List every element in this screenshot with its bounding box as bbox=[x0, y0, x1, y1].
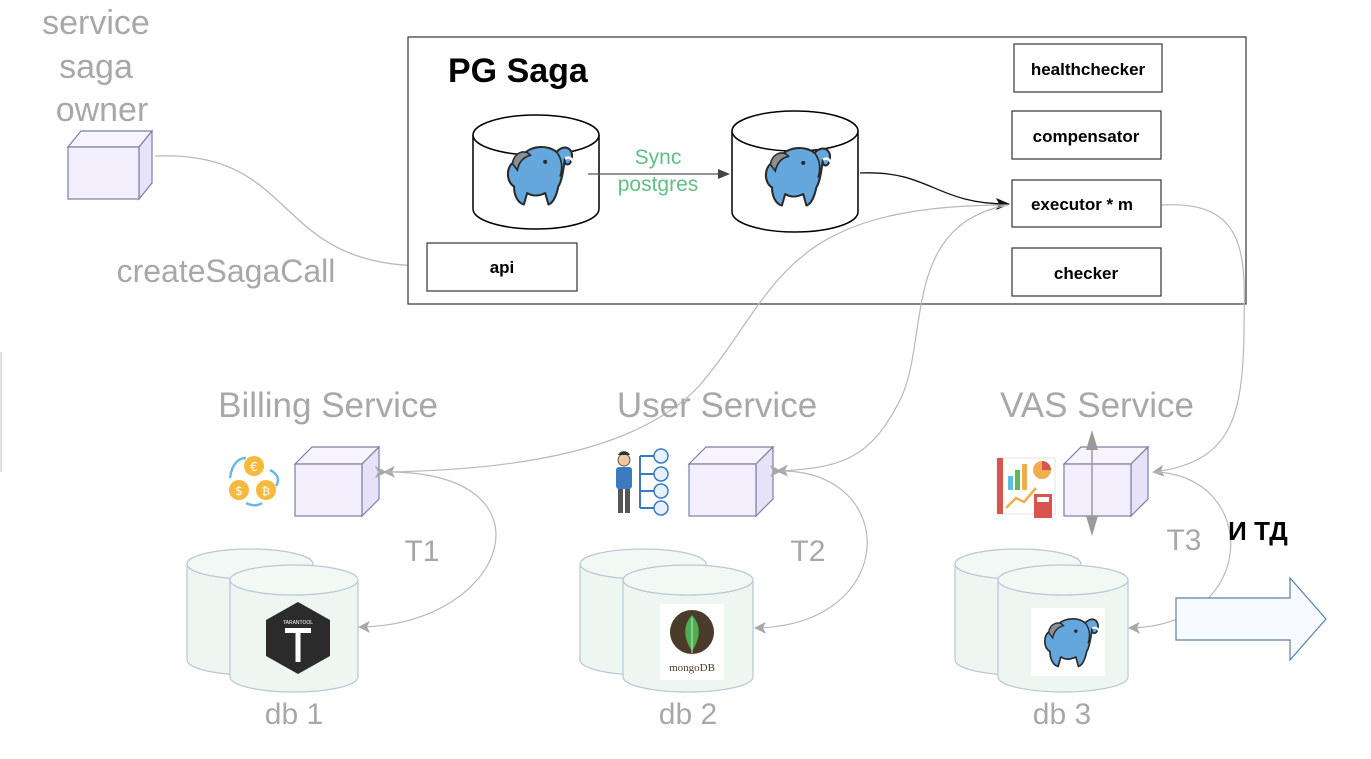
saga-owner-label: service saga owner bbox=[42, 4, 150, 129]
user-t2-arrow bbox=[754, 465, 868, 634]
vas-service-label: VAS Service bbox=[1000, 386, 1194, 425]
compensator-label: compensator bbox=[1033, 127, 1140, 146]
billing-transaction-label: T1 bbox=[404, 535, 439, 568]
healthchecker-box[interactable]: healthchecker bbox=[1013, 43, 1163, 93]
sync-label-line-1: Sync bbox=[635, 146, 682, 169]
executor-to-billing-arrow bbox=[383, 204, 1009, 478]
executor-box[interactable]: executor * m bbox=[1011, 179, 1162, 228]
analytics-report-icon bbox=[996, 457, 1056, 518]
compensator-box[interactable]: compensator bbox=[1011, 110, 1162, 160]
vas-db[interactable] bbox=[954, 548, 1129, 693]
billing-db-label: db 1 bbox=[265, 698, 323, 731]
create-saga-call-label: createSagaCall bbox=[117, 253, 336, 289]
user-transaction-label: T2 bbox=[790, 535, 825, 568]
owner-line-3: owner bbox=[56, 91, 149, 129]
user-db-label: db 2 bbox=[659, 698, 717, 731]
user-db[interactable]: mongoDB bbox=[579, 548, 754, 693]
user-service-label: User Service bbox=[617, 386, 817, 425]
billing-db[interactable]: TARANTOOL bbox=[186, 548, 359, 693]
create-saga-call-arrow bbox=[154, 155, 426, 272]
checker-label: checker bbox=[1054, 264, 1119, 283]
owner-line-2: saga bbox=[59, 48, 133, 86]
tarantool-logo-text: TARANTOOL bbox=[283, 620, 313, 626]
sync-label-line-2: postgres bbox=[618, 173, 699, 196]
saga-owner-cube[interactable] bbox=[66, 129, 154, 201]
pg-saga-title: PG Saga bbox=[448, 52, 589, 90]
right-arrow-icon bbox=[1175, 576, 1327, 662]
replica-to-executor-arrow bbox=[859, 172, 1010, 210]
postgres-primary-db[interactable] bbox=[472, 114, 600, 230]
billing-t1-arrow bbox=[358, 466, 497, 633]
billing-service-label: Billing Service bbox=[218, 386, 438, 425]
vas-transaction-label: T3 bbox=[1166, 524, 1201, 557]
mongodb-logo-text: mongoDB bbox=[669, 662, 715, 674]
etc-label: И ТД bbox=[1228, 516, 1288, 546]
svg-text:€: € bbox=[250, 460, 258, 474]
vas-db-label: db 3 bbox=[1033, 698, 1091, 731]
healthchecker-label: healthchecker bbox=[1031, 60, 1146, 79]
executor-label: executor * m bbox=[1031, 195, 1133, 214]
owner-line-1: service bbox=[42, 4, 150, 42]
api-label: api bbox=[490, 258, 515, 277]
api-box[interactable]: api bbox=[426, 242, 578, 292]
checker-box[interactable]: checker bbox=[1011, 247, 1162, 297]
currency-exchange-icon: € $ ₿ bbox=[228, 456, 280, 507]
svg-text:$: $ bbox=[235, 484, 243, 498]
tarantool-logo: TARANTOOL bbox=[266, 602, 330, 674]
org-chart-person-icon bbox=[616, 448, 669, 516]
billing-service-cube[interactable] bbox=[293, 445, 381, 518]
user-service-cube[interactable] bbox=[687, 445, 775, 518]
mongodb-logo: mongoDB bbox=[660, 604, 724, 680]
vas-service-cube[interactable] bbox=[1062, 445, 1150, 518]
vas-t3-arrow bbox=[1128, 471, 1232, 634]
svg-text:₿: ₿ bbox=[262, 485, 270, 498]
executor-to-user-arrow bbox=[776, 204, 1009, 477]
executor-to-vas-arrow bbox=[1152, 204, 1245, 477]
vertical-resize-handle[interactable] bbox=[1086, 430, 1098, 536]
postgres-replica-db[interactable] bbox=[731, 110, 859, 233]
